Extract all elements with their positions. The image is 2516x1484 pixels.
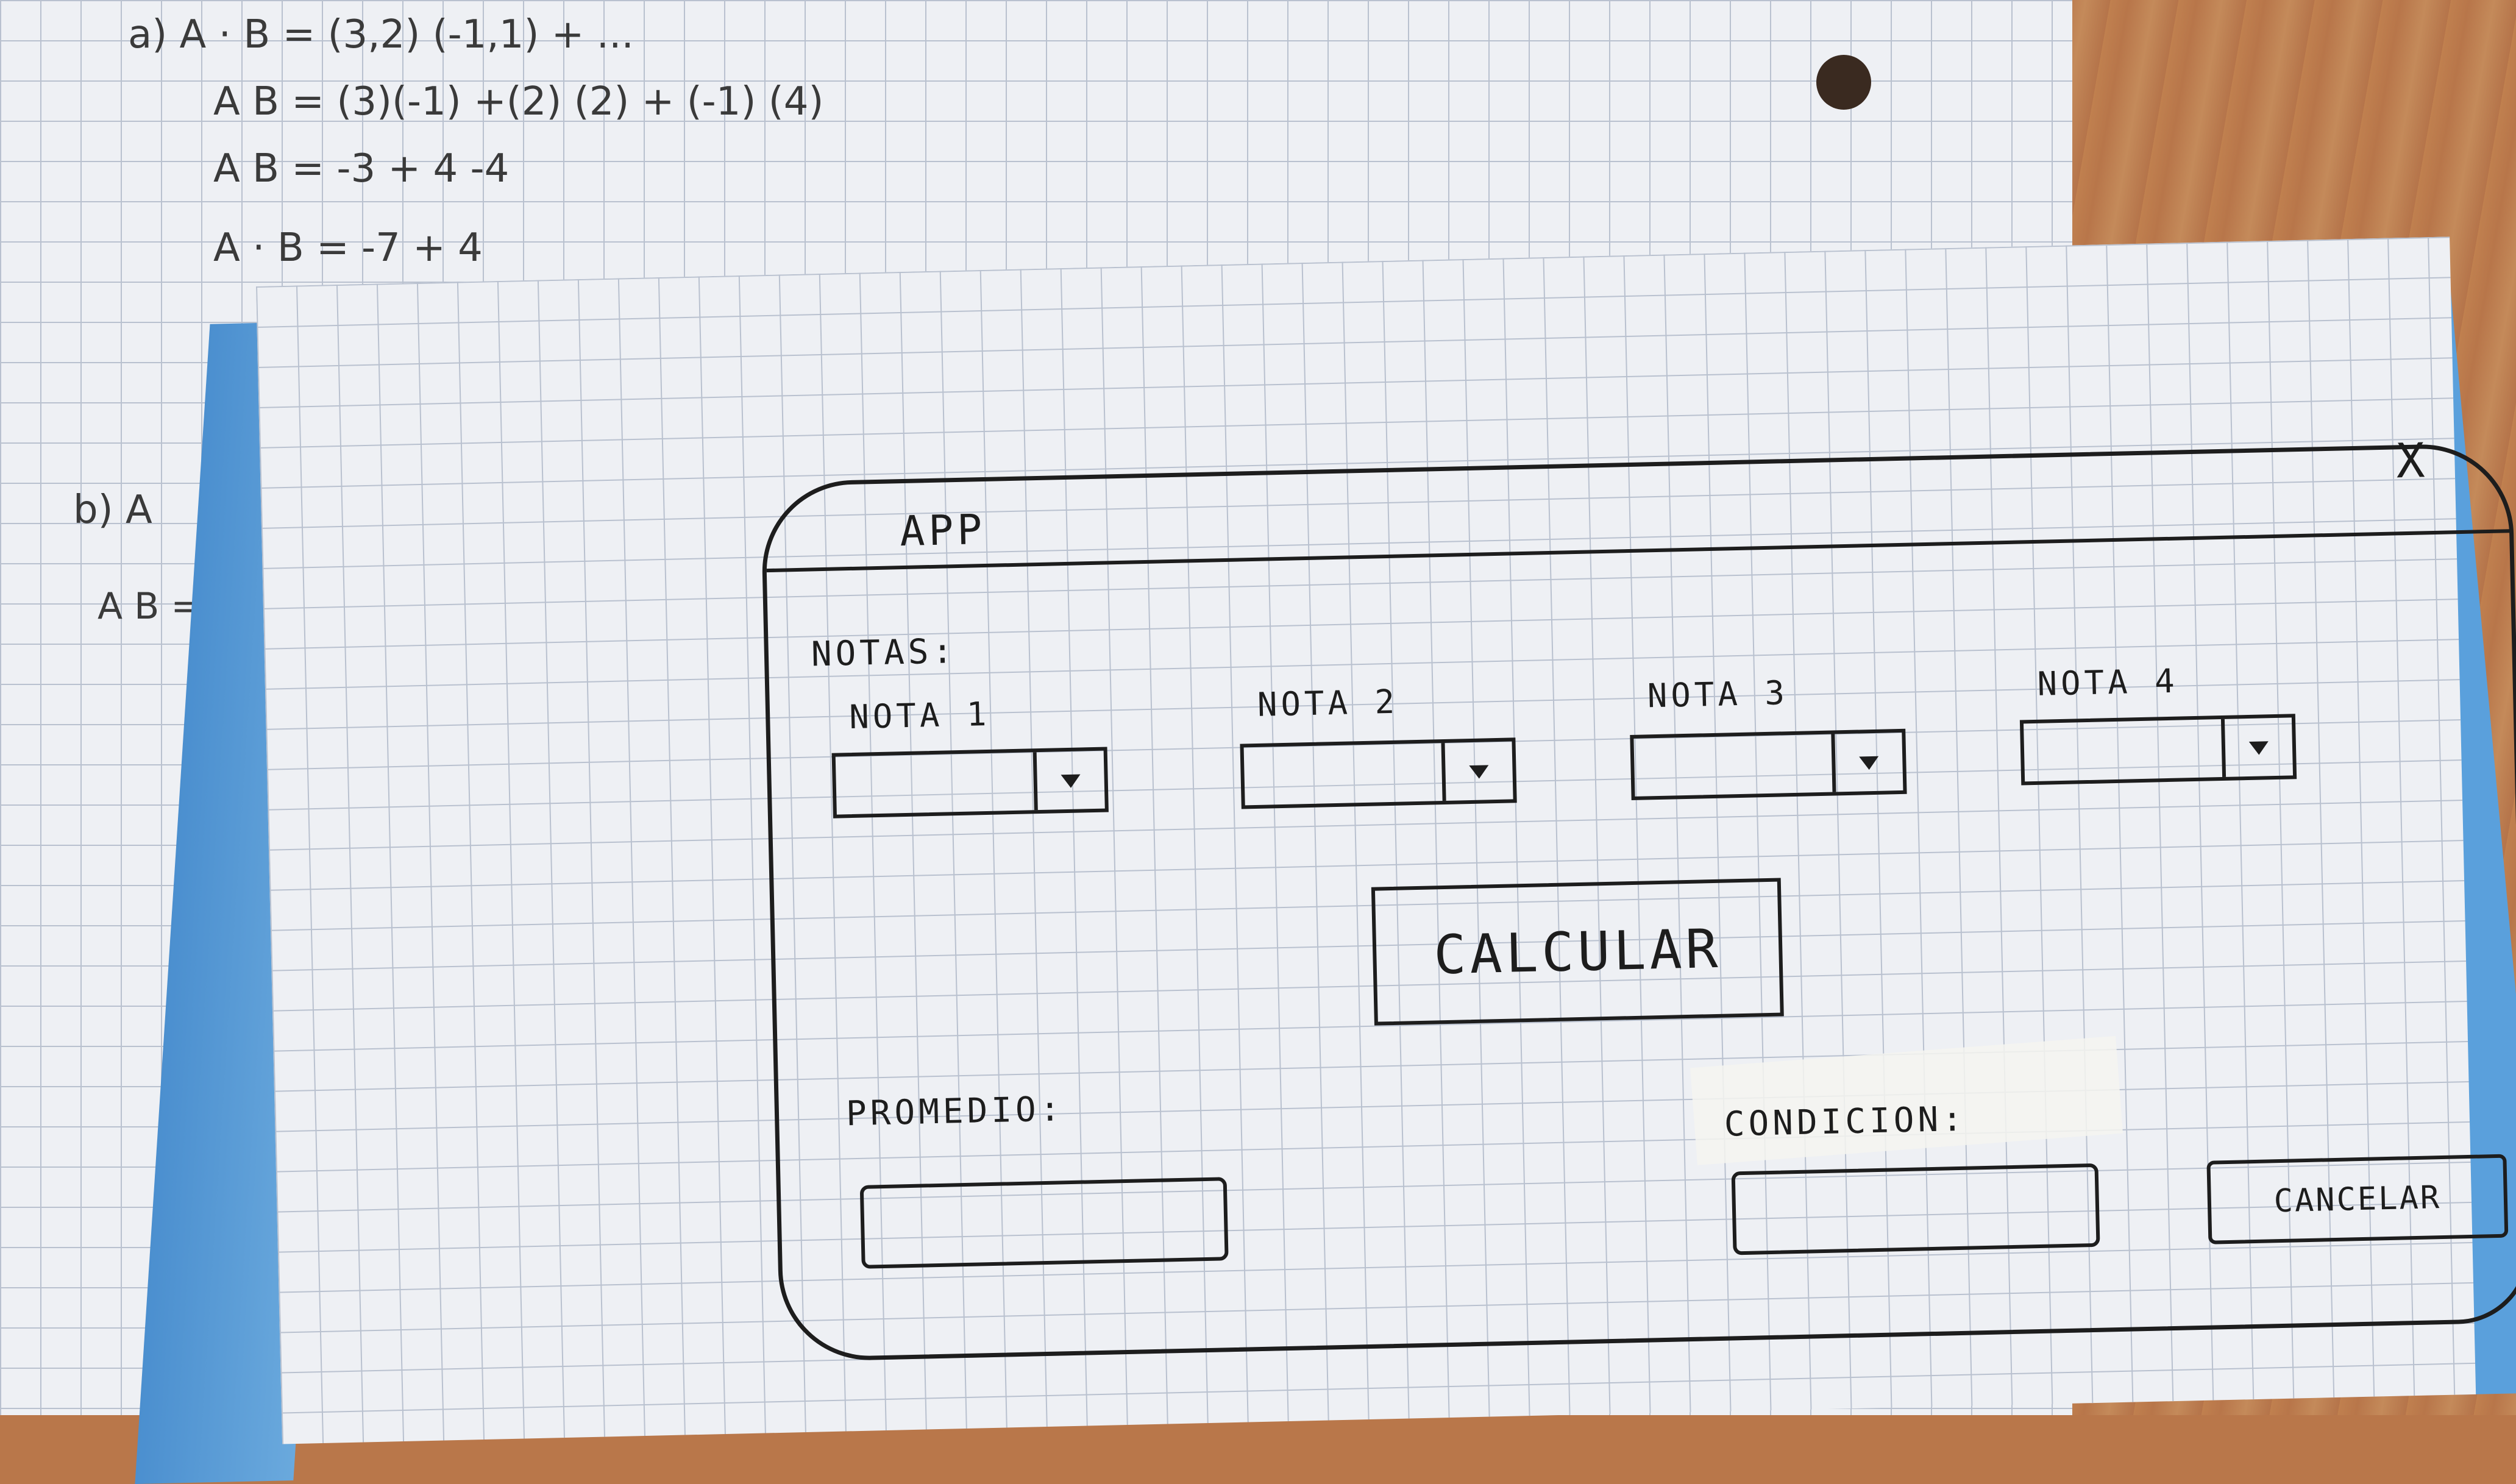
- math-line-1: a) A · B = (3,2) (-1,1) + ...: [128, 12, 634, 57]
- chevron-down-icon[interactable]: [1032, 750, 1105, 811]
- app-window: APP X NOTAS: NOTA 1 NOTA 2 NOTA 3 NOTA 4…: [760, 433, 2516, 1362]
- nota-2-dropdown[interactable]: [1240, 737, 1517, 809]
- nota-3-dropdown[interactable]: [1630, 728, 1907, 801]
- calcular-button[interactable]: CALCULAR: [1371, 878, 1784, 1026]
- binder-hole: [1816, 55, 1871, 110]
- chevron-down-icon[interactable]: [2220, 717, 2294, 778]
- nota-4-label: NOTA 4: [2036, 661, 2179, 703]
- nota-4-dropdown[interactable]: [2019, 714, 2297, 786]
- close-icon[interactable]: X: [2395, 433, 2429, 489]
- promedio-field[interactable]: [859, 1177, 1229, 1269]
- nota-1-dropdown[interactable]: [831, 747, 1109, 818]
- nota-1-label: NOTA 1: [848, 694, 991, 737]
- nota-2-label: NOTA 2: [1257, 682, 1399, 724]
- math-line-3: A B = -3 + 4 -4: [213, 146, 510, 191]
- math-line-2: A B = (3)(-1) +(2) (2) + (-1) (4): [213, 79, 824, 124]
- sketch-paper: APP X NOTAS: NOTA 1 NOTA 2 NOTA 3 NOTA 4…: [135, 236, 2516, 1484]
- cancelar-button[interactable]: CANCELAR: [2206, 1154, 2509, 1244]
- condicion-label: CONDICION:: [1724, 1099, 1967, 1145]
- condicion-field[interactable]: [1731, 1163, 2100, 1255]
- math-part-b: b) A: [73, 488, 152, 533]
- chevron-down-icon[interactable]: [1441, 741, 1513, 801]
- nota-3-label: NOTA 3: [1647, 673, 1789, 715]
- window-title: APP: [899, 505, 987, 556]
- promedio-label: PROMEDIO:: [845, 1089, 1065, 1134]
- chevron-down-icon[interactable]: [1831, 732, 1903, 792]
- math-line-4: A · B = -7 + 4: [213, 225, 483, 271]
- notas-section-label: NOTAS:: [811, 631, 957, 675]
